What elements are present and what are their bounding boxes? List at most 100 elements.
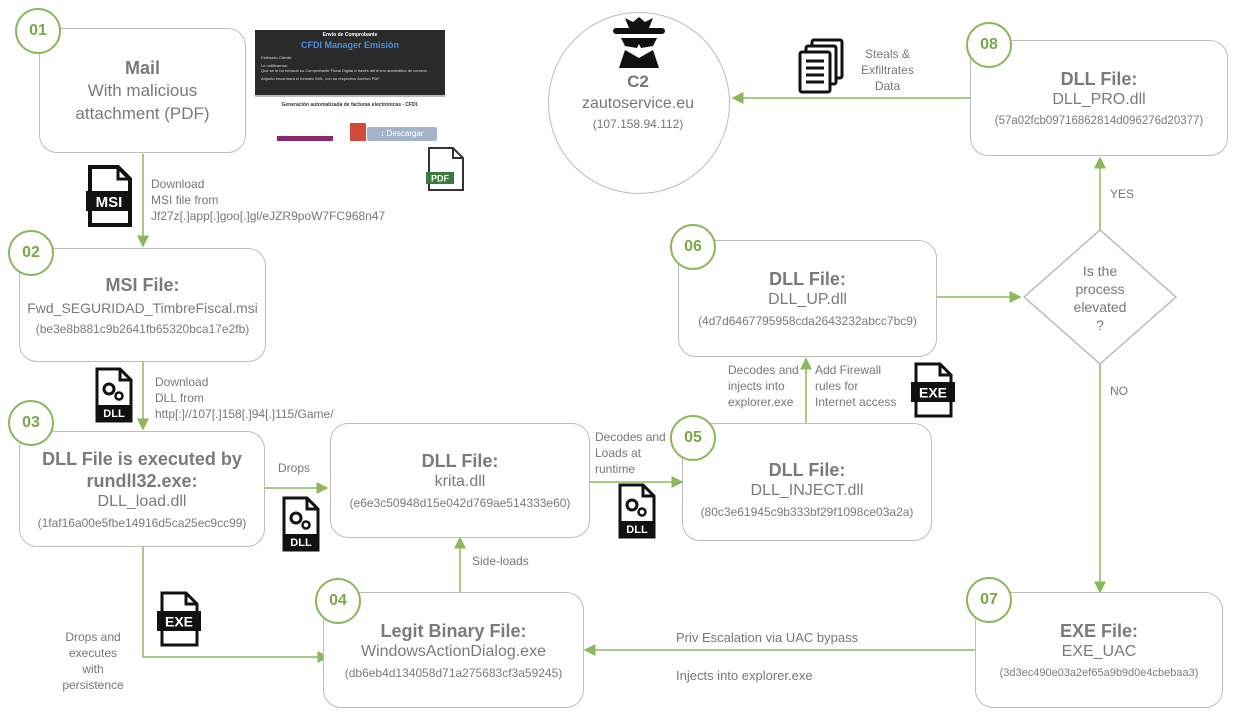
email-footer: Generación automatizada de facturas elec… xyxy=(281,102,419,108)
c2-domain: zautoservice.eu xyxy=(581,95,695,112)
load-hash: (1faf16a00e5fbe14916d5ca25ec9cc99) xyxy=(37,515,247,530)
label-decodes-loads-l2: Loads at xyxy=(595,446,642,460)
label-decodes-injects-l3: explorer.exe xyxy=(728,395,794,409)
arrow-load-to-legit xyxy=(142,547,330,663)
label-priv-escalation: Priv Escalation via UAC bypass xyxy=(676,630,859,645)
msi-title: MSI File: xyxy=(105,274,180,295)
krita-name: krita.dll xyxy=(434,473,486,490)
uac-title: EXE File: xyxy=(1059,620,1139,641)
label-drops-exec-l2: executes xyxy=(68,646,118,660)
email-dark-panel: Envío de Comprobante CFDI Manager Emisió… xyxy=(255,30,445,95)
dll-load-box: DLL File is executed by rundll32.exe: DL… xyxy=(19,431,265,547)
krita-box: DLL File: krita.dll (e6e3c50948d15e042d7… xyxy=(330,423,590,538)
inject-name: DLL_INJECT.dll xyxy=(750,481,864,499)
krita-hash: (e6e3c50948d15e042d769ae514333e60) xyxy=(349,496,571,510)
label-download-dll-l2: DLL from xyxy=(155,391,204,405)
step-badge-01: 01 xyxy=(15,8,61,54)
dll-file-icon-inject: DLL xyxy=(618,483,656,539)
step-badge-04: 04 xyxy=(315,578,361,624)
label-drops-executes: Drops and executes with persistence xyxy=(58,629,128,693)
label-decodes-loads-l1: Decodes and xyxy=(595,430,666,444)
email-body2: Que se le ha enviado su Comprobante Fisc… xyxy=(261,68,428,73)
c2-ip: (107.158.94.112) xyxy=(592,117,684,131)
label-steals-l1: Steals & xyxy=(865,47,910,61)
decision-l1: Is the xyxy=(1082,263,1118,279)
exe-icon-firewall-text: EXE xyxy=(919,385,947,401)
up-title: DLL File: xyxy=(769,269,846,289)
mail-title: Mail xyxy=(124,57,160,78)
label-drops-exec-l3: with xyxy=(82,662,104,676)
email-body1: Le notificamos: xyxy=(261,63,288,68)
email-purple-bar xyxy=(277,136,333,141)
label-download-msi: Download MSI file from Jf27z[.]app[.]goo… xyxy=(151,176,385,224)
pro-name: DLL_PRO.dll xyxy=(1052,90,1146,108)
decision-diamond xyxy=(1022,229,1178,365)
label-drops-exec-l4: persistence xyxy=(62,678,124,692)
label-injects-explorer: Injects into explorer.exe xyxy=(676,668,813,683)
msi-file-icon: MSI xyxy=(86,165,132,227)
step-badge-03: 03 xyxy=(8,400,54,446)
inject-title: DLL File: xyxy=(768,459,846,480)
dll-icon-text: DLL xyxy=(103,408,125,420)
pdf-attachment-icon xyxy=(349,122,367,142)
load-title2: rundll32.exe: xyxy=(86,470,198,491)
label-decodes-loads-l3: runtime xyxy=(595,462,636,476)
label-no: NO xyxy=(1110,384,1128,398)
pro-title: DLL File: xyxy=(1060,68,1138,89)
legit-hash: (db6eb4d134058d71a275683cf3a59245) xyxy=(344,665,563,680)
label-yes: YES xyxy=(1110,187,1135,201)
c2-title: C2 xyxy=(627,72,649,91)
pdf-file-icon: PDF xyxy=(426,147,464,191)
email-body3: Adjunto encontrará el formato XML, con s… xyxy=(261,76,381,81)
label-download-dll-l3: http[:]//107[.]158[.]94[.]115/Game/ xyxy=(155,407,334,421)
label-drops: Drops xyxy=(278,461,311,475)
up-hash: (4d7d6467795958cda2643232abcc7bc9) xyxy=(698,314,917,328)
step-badge-06: 06 xyxy=(670,224,716,270)
dll-icon-drops-text: DLL xyxy=(290,537,312,549)
msi-name: Fwd_SEGURIDAD_TimbreFiscal.msi xyxy=(27,299,258,316)
exe-file-icon: EXE xyxy=(157,591,201,647)
email-divider xyxy=(255,95,445,97)
label-download-dll-l1: Download xyxy=(155,375,209,389)
email-greeting: Estimado Cliente: xyxy=(261,55,293,60)
legit-binary-box: Legit Binary File: WindowsActionDialog.e… xyxy=(323,592,584,708)
label-steals-l2: Exfiltrates xyxy=(861,63,914,77)
label-firewall-l1: Add Firewall xyxy=(815,363,882,377)
dll-file-icon: DLL xyxy=(95,367,133,423)
label-firewall-l2: rules for xyxy=(815,379,859,393)
label-steals: Steals & Exfiltrates Data xyxy=(860,46,915,94)
decision-text: Is the process elevated ? xyxy=(1060,262,1140,334)
label-steals-l3: Data xyxy=(874,79,901,93)
label-decodes-injects-l2: injects into xyxy=(728,379,785,393)
krita-title: DLL File: xyxy=(421,451,499,471)
label-download-msi-l1: Download xyxy=(151,177,205,191)
decision-l2: process xyxy=(1075,281,1125,297)
exe-icon-text: EXE xyxy=(165,614,193,630)
dll-up-box: DLL File: DLL_UP.dll (4d7d6467795958cda2… xyxy=(678,240,937,357)
email-screenshot: Envío de Comprobante CFDI Manager Emisió… xyxy=(255,30,445,142)
label-download-dll: Download DLL from http[:]//107[.]158[.]9… xyxy=(155,374,334,422)
c2-text: C2 zautoservice.eu (107.158.94.112) xyxy=(548,72,728,132)
label-download-msi-l2: MSI file from xyxy=(151,193,219,207)
legit-title: Legit Binary File: xyxy=(380,620,527,641)
inject-hash: (80c3e61945c9b333bf29f1098ce03a2a) xyxy=(700,504,914,519)
label-side-loads: Side-loads xyxy=(472,554,529,568)
label-drops-exec-l1: Drops and xyxy=(65,630,121,644)
legit-name: WindowsActionDialog.exe xyxy=(361,642,546,660)
decision-l4: ? xyxy=(1096,317,1104,333)
spy-hacker-icon xyxy=(613,17,665,68)
download-button[interactable]: ↓ Descargar xyxy=(367,127,437,141)
pdf-icon-text: PDF xyxy=(431,174,450,184)
step-badge-02: 02 xyxy=(8,230,54,276)
label-download-msi-l3: Jf27z[.]app[.]goo[.]gl/eJZR9poW7FC968n47 xyxy=(151,209,386,223)
mail-box: Mail With malicious attachment (PDF) xyxy=(39,28,246,153)
dll-inject-box: DLL File: DLL_INJECT.dll (80c3e61945c9b3… xyxy=(682,423,932,541)
step-badge-07: 07 xyxy=(966,577,1012,623)
exe-file-icon-firewall: EXE xyxy=(911,362,955,418)
label-decodes-injects-l1: Decodes and xyxy=(728,363,799,377)
msi-icon-text: MSI xyxy=(96,194,123,211)
email-header: Envío de Comprobante xyxy=(322,32,378,38)
email-banner: CFDI Manager Emisión xyxy=(300,40,399,50)
